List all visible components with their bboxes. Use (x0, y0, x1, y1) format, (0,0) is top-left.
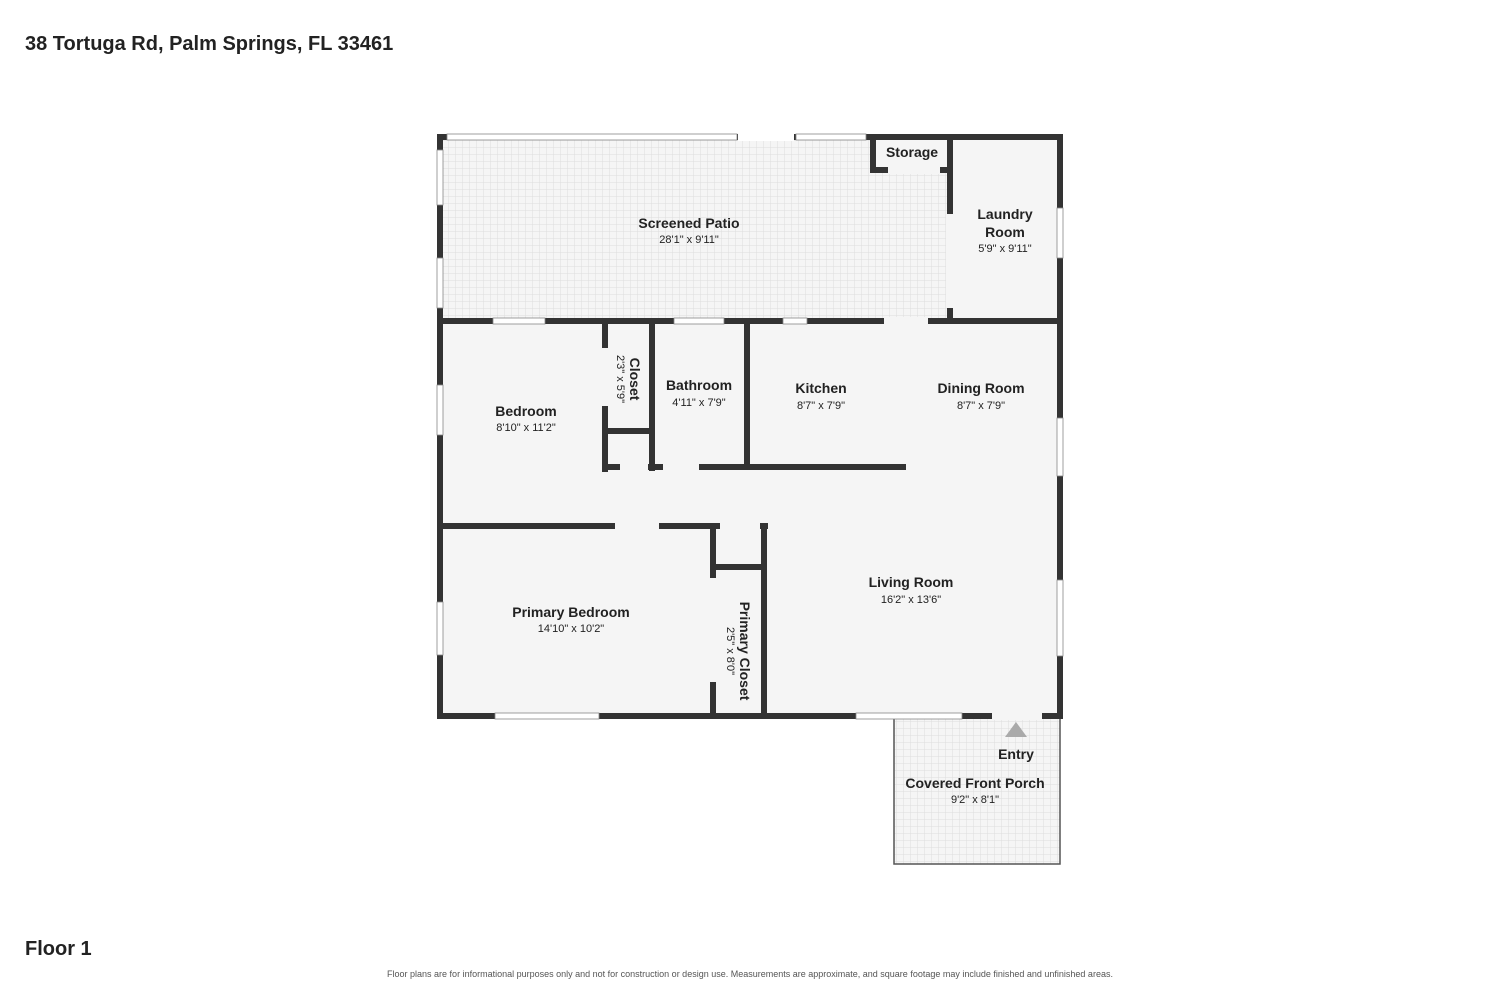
window (1056, 579, 1064, 657)
storage-floor (873, 137, 950, 171)
door-opening (884, 317, 928, 325)
screened-patio-floor (440, 137, 950, 321)
bedroom-name: Bedroom (495, 403, 556, 419)
window (436, 601, 444, 656)
disclaimer: Floor plans are for informational purpos… (387, 969, 1113, 979)
door-opening (888, 166, 940, 174)
window (1056, 417, 1064, 477)
floor-label: Floor 1 (25, 938, 92, 960)
laundry-floor (950, 137, 1060, 321)
primary-closet-dims: 2'5" x 8'0" (724, 627, 736, 675)
door-opening (946, 214, 954, 308)
window (446, 133, 738, 141)
entry-arrow-icon (1005, 722, 1027, 737)
window (492, 317, 546, 325)
living-name: Living Room (869, 574, 954, 590)
property-address: 38 Tortuga Rd, Palm Springs, FL 33461 (25, 33, 394, 55)
door-opening (663, 463, 699, 471)
window (855, 712, 963, 720)
window (782, 317, 808, 325)
windows (436, 133, 1064, 720)
door-opening (601, 348, 609, 406)
bathroom-dims: 4'11" x 7'9" (672, 397, 725, 409)
floor-fills (440, 137, 1061, 865)
primary-bedroom-dims: 14'10" x 10'2" (538, 623, 605, 635)
door-opening (738, 133, 794, 141)
porch-name: Covered Front Porch (905, 775, 1044, 791)
openings (601, 133, 1042, 720)
window (436, 257, 444, 309)
window (494, 712, 600, 720)
laundry-dims: 5'9" x 9'11" (978, 243, 1031, 255)
door-opening (601, 472, 609, 522)
dining-dims: 8'7" x 7'9" (957, 400, 1005, 412)
window (436, 384, 444, 436)
closet-dims: 2'3" x 5'9" (614, 355, 626, 403)
porch-dims: 9'2" x 8'1" (951, 794, 999, 806)
window (1056, 207, 1064, 259)
door-opening (620, 463, 648, 471)
door-opening (709, 578, 717, 682)
door-opening (720, 522, 760, 530)
laundry-name-line2: Room (985, 224, 1025, 240)
primary-bedroom-name: Primary Bedroom (512, 604, 629, 620)
laundry-name-line1: Laundry (977, 206, 1032, 222)
dining-name: Dining Room (937, 380, 1024, 396)
kitchen-dims: 8'7" x 7'9" (797, 400, 845, 412)
window (436, 149, 444, 206)
window (673, 317, 725, 325)
primary-closet-name: Primary Closet (737, 602, 753, 701)
door-opening (615, 522, 659, 530)
screened-patio-name: Screened Patio (638, 215, 739, 231)
bathroom-name: Bathroom (666, 377, 732, 393)
room-labels: Screened Patio 28'1" x 9'11" Storage Lau… (495, 144, 1044, 806)
closet-name: Closet (627, 358, 643, 401)
kitchen-name: Kitchen (795, 380, 846, 396)
screened-patio-dims: 28'1" x 9'11" (659, 234, 719, 246)
bedroom-dims: 8'10" x 11'2" (496, 422, 556, 434)
window (795, 133, 867, 141)
entry-door-opening (992, 712, 1042, 720)
living-dims: 16'2" x 13'6" (881, 594, 941, 606)
storage-name: Storage (886, 144, 938, 160)
entry-label: Entry (998, 746, 1034, 762)
